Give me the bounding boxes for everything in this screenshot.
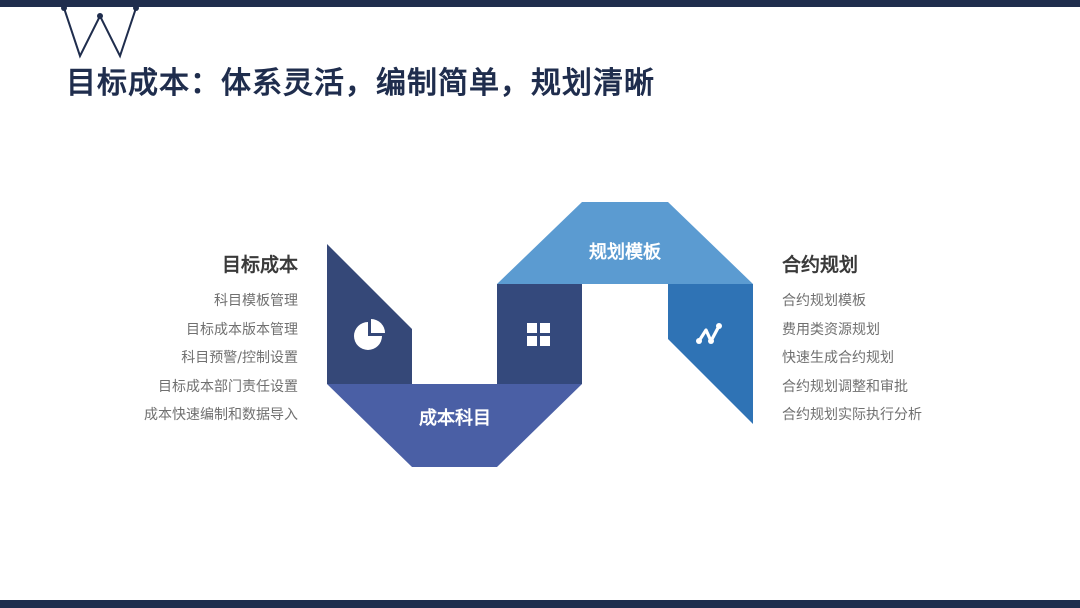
top-border-bar (0, 0, 1080, 7)
list-item: 费用类资源规划 (782, 321, 880, 338)
page-title: 目标成本：体系灵活，编制简单，规划清晰 (66, 66, 655, 101)
list-item: 目标成本版本管理 (186, 321, 298, 338)
list-item: 科目模板管理 (214, 293, 298, 309)
left-feature-column: 目标成本 科目模板管理 目标成本版本管理 科目预警/控制设置 目标成本部门责任设… (0, 252, 298, 430)
bottom-band-label: 成本科目 (419, 407, 491, 429)
left-feature-list: 科目模板管理 目标成本版本管理 科目预警/控制设置 目标成本部门责任设置 成本快… (0, 287, 298, 430)
right-feature-column: 合约规划 合约规划模板 费用类资源规划 快速生成合约规划 合约规划调整和审批 合… (782, 252, 1080, 430)
center-panel (497, 284, 582, 384)
right-panel (668, 284, 753, 424)
bottom-border-bar (0, 600, 1080, 608)
list-item: 目标成本部门责任设置 (158, 378, 298, 395)
pie-chart-icon (354, 319, 385, 350)
list-item: 合约规划模板 (782, 293, 866, 309)
top-band-label: 规划模板 (589, 241, 662, 263)
brand-logo (61, 5, 139, 59)
top-band (497, 202, 753, 284)
list-item: 快速生成合约规划 (782, 350, 894, 366)
bottom-band (327, 384, 582, 467)
list-item: 科目预警/控制设置 (181, 350, 298, 366)
right-heading: 合约规划 (782, 254, 859, 276)
line-trend-icon (696, 323, 722, 344)
left-panel (327, 244, 412, 384)
list-item: 合约规划实际执行分析 (782, 407, 922, 423)
left-heading: 目标成本 (221, 254, 298, 276)
grid-squares-icon (527, 323, 550, 346)
list-item: 合约规划调整和审批 (782, 378, 908, 395)
list-item: 成本快速编制和数据导入 (144, 407, 298, 423)
right-feature-list: 合约规划模板 费用类资源规划 快速生成合约规划 合约规划调整和审批 合约规划实际… (782, 287, 1080, 430)
